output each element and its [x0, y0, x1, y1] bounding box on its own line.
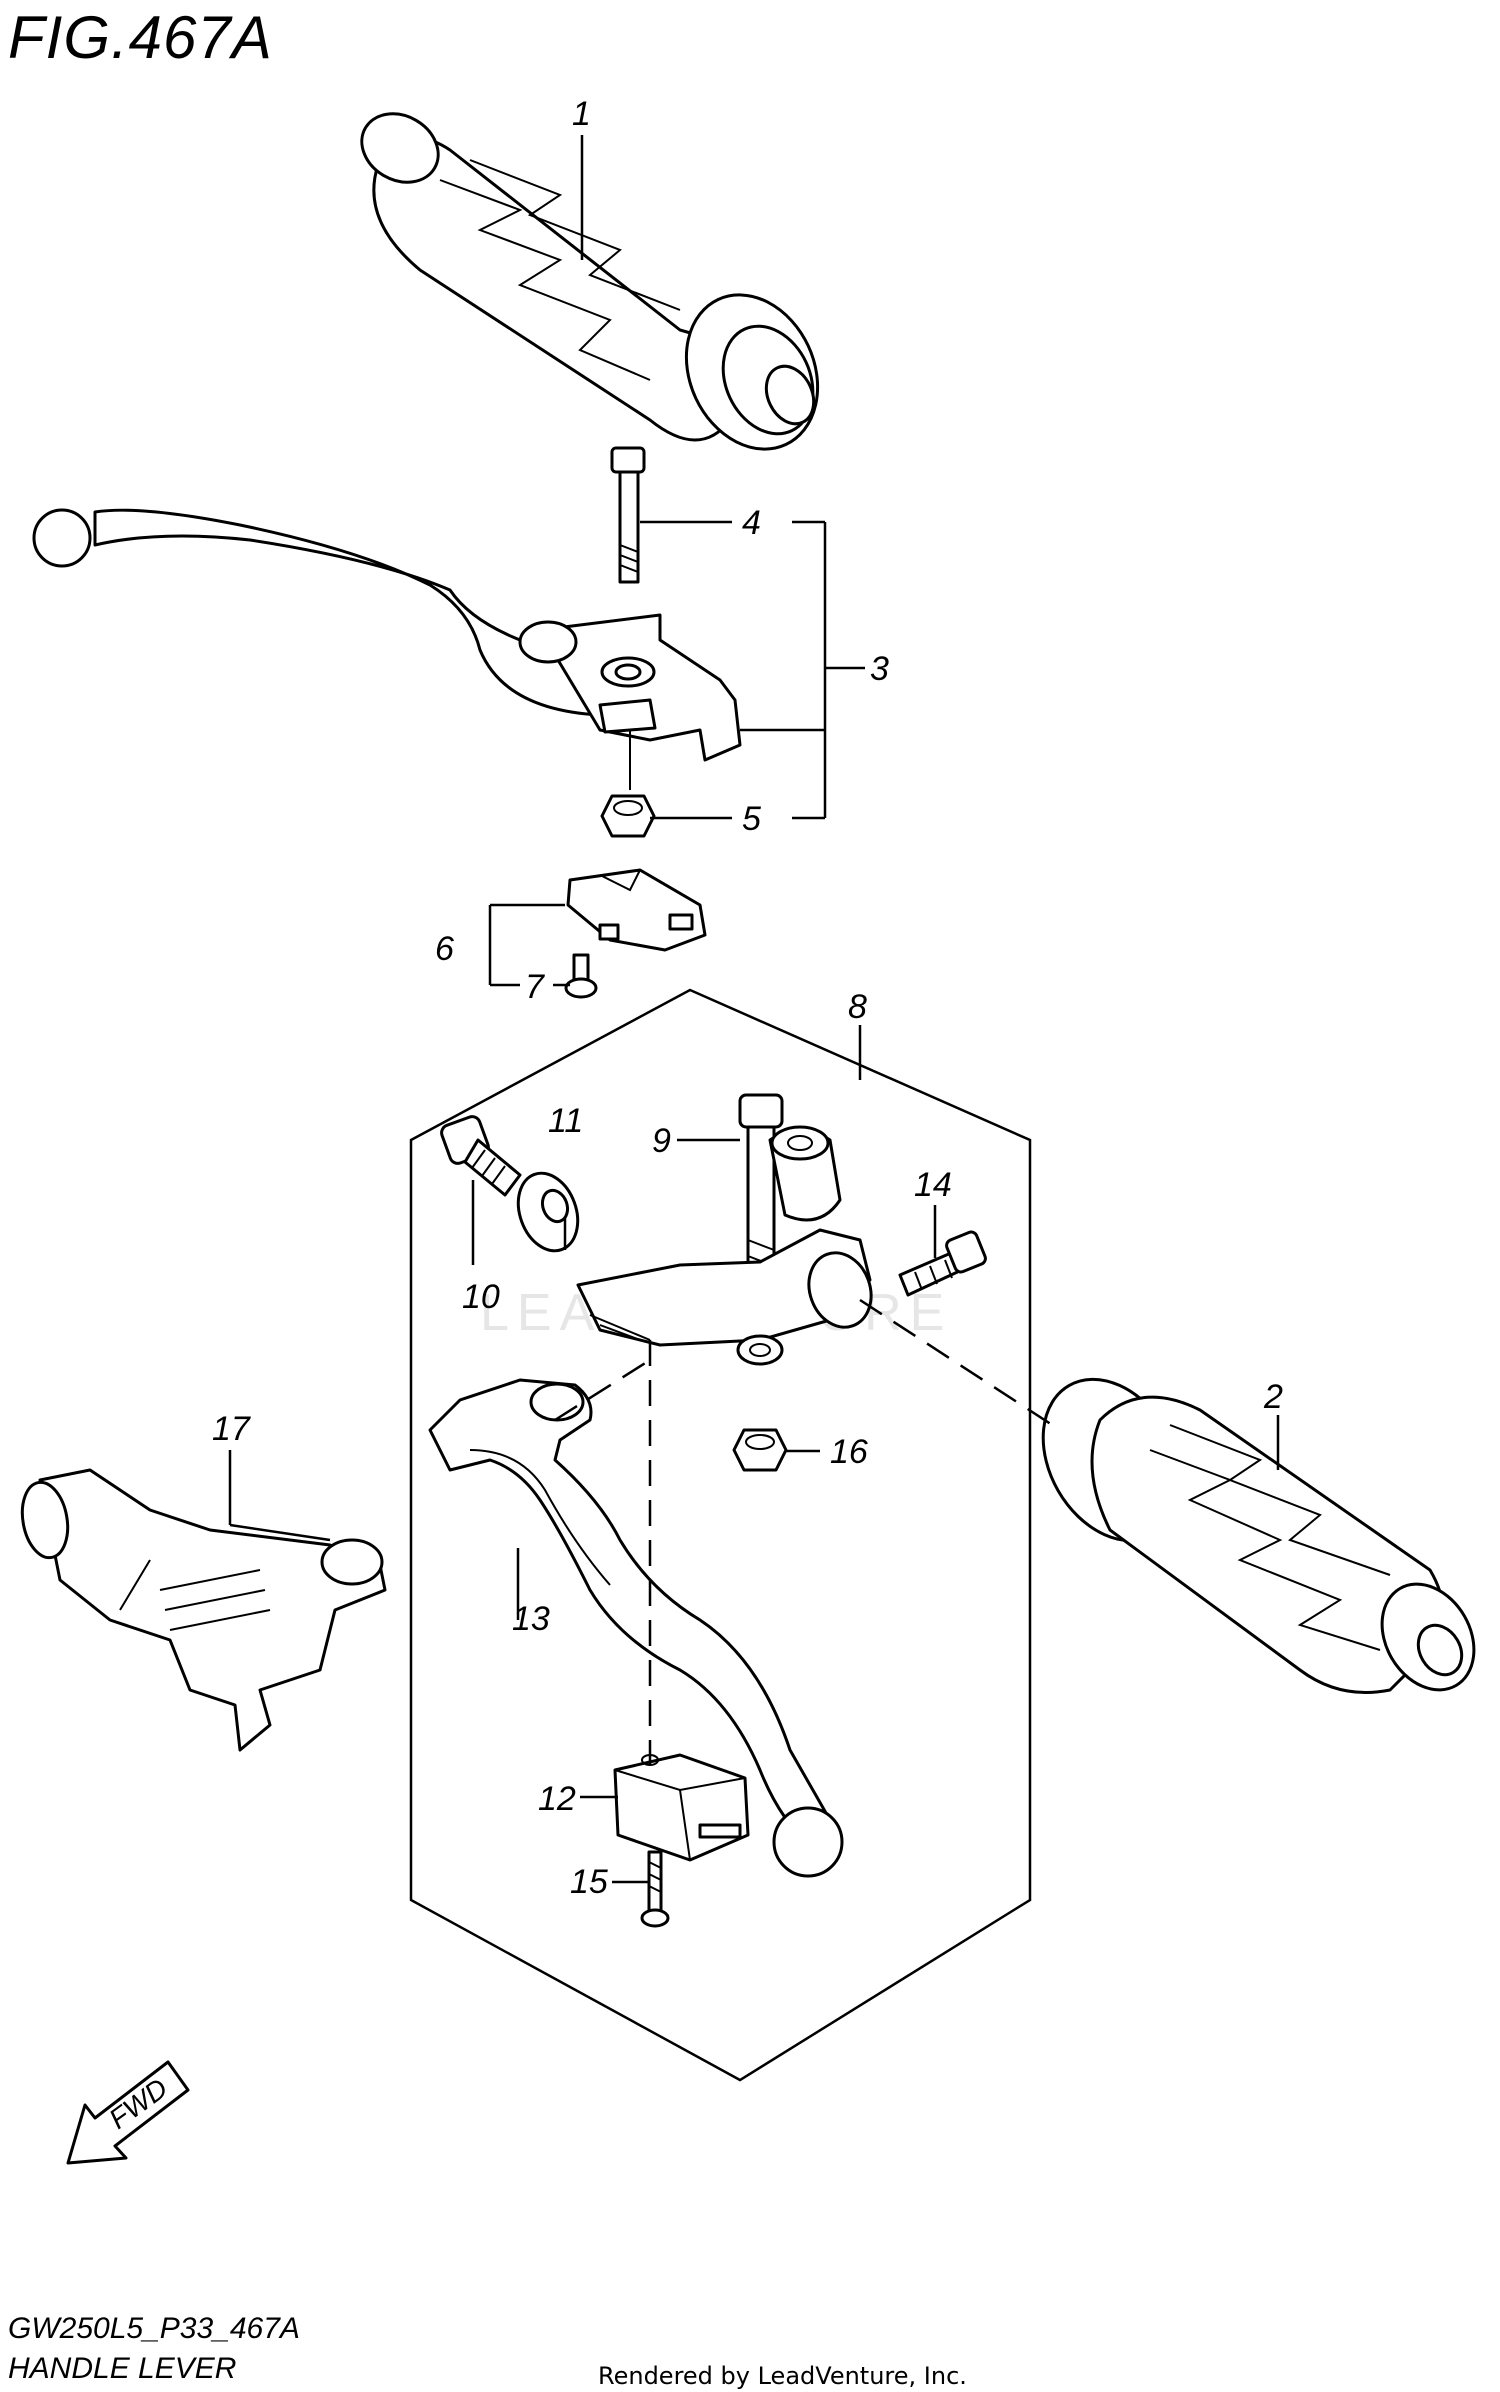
- brake-light-switch-drawing[interactable]: [566, 868, 707, 952]
- alignment-line-lever: [554, 1358, 651, 1422]
- clutch-switch-drawing[interactable]: [613, 1753, 750, 1862]
- clutch-nut-drawing[interactable]: [732, 1428, 788, 1472]
- fwd-arrow: FWD: [66, 2060, 190, 2165]
- model-code: GW250L5_P33_467A: [8, 2312, 300, 2345]
- rendered-by-credit: Rendered by LeadVenture, Inc.: [598, 2362, 967, 2390]
- clutch-lever-drawing[interactable]: [428, 1378, 844, 1878]
- callout-17: 17: [212, 1410, 251, 1448]
- callout-14: 14: [914, 1166, 952, 1204]
- diagram-caption: HANDLE LEVER: [8, 2352, 236, 2385]
- callout-4: 4: [742, 504, 761, 542]
- callout-15: 15: [570, 1863, 608, 1901]
- callout-8: 8: [848, 988, 867, 1026]
- grip-right-drawing[interactable]: [1015, 1355, 1492, 1707]
- callout-9: 9: [652, 1122, 671, 1160]
- holder-bolt-drawing[interactable]: [898, 1230, 987, 1297]
- callout-labels: 1 2 3 4 5 6 7 8 9 10 11 12 13 14 15 16 1…: [212, 95, 1283, 1901]
- callout-7: 7: [525, 968, 545, 1006]
- callout-5: 5: [742, 800, 761, 838]
- callout-10: 10: [462, 1278, 500, 1316]
- adjuster-bolt-drawing[interactable]: [439, 1114, 522, 1197]
- lever-pivot-bolt-drawing[interactable]: [610, 446, 646, 584]
- callout-11: 11: [548, 1102, 583, 1140]
- figure-title: FIG.467A: [8, 4, 273, 71]
- brake-lever-drawing[interactable]: [32, 508, 742, 790]
- grip-left-drawing[interactable]: [349, 100, 842, 470]
- leader-lines: [228, 135, 1280, 1884]
- callout-6: 6: [435, 930, 454, 968]
- adjuster-nut-drawing[interactable]: [508, 1165, 588, 1259]
- callout-1: 1: [572, 95, 591, 133]
- callout-16: 16: [830, 1433, 868, 1471]
- callout-12: 12: [538, 1780, 576, 1818]
- callout-3: 3: [870, 650, 889, 688]
- callout-13: 13: [512, 1600, 550, 1638]
- lever-cover-drawing[interactable]: [17, 1468, 387, 1752]
- clutch-group-outline: [409, 988, 1032, 2082]
- switch-screw-15-drawing[interactable]: [640, 1850, 670, 1928]
- lever-nut-drawing[interactable]: [600, 794, 656, 838]
- switch-screw-drawing[interactable]: [564, 953, 598, 999]
- callout-2: 2: [1263, 1378, 1283, 1416]
- clutch-holder-drawing[interactable]: [576, 1125, 881, 1366]
